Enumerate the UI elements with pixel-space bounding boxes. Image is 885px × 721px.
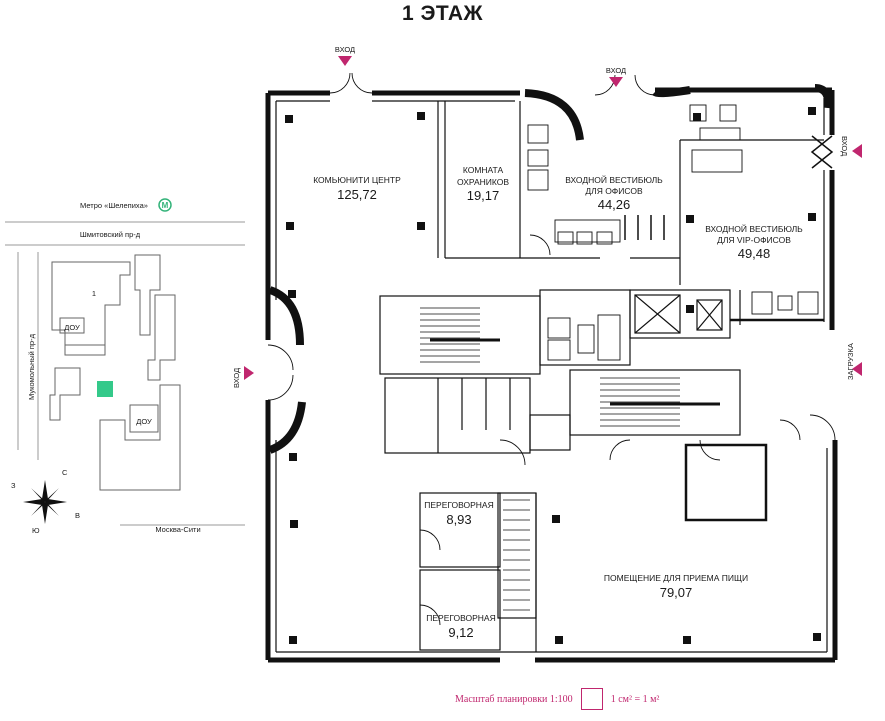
entrance-arrow-top-center	[609, 77, 623, 87]
building-number: 1	[92, 289, 96, 298]
site-highlight	[97, 381, 113, 397]
metro-badge: М	[162, 201, 169, 210]
scale-unit: 1 см² = 1 м²	[610, 693, 660, 705]
room-name-lobby-2: ДЛЯ ОФИСОВ	[585, 186, 643, 196]
room-name-lobby-1: ВХОДНОЙ ВЕСТИБЮЛЬ	[565, 174, 663, 185]
entrance-markers: ВХОД ВХОД ВХОД ВХОД ЗАГРУЗКА	[232, 45, 862, 388]
room-area-community: 125,72	[337, 187, 377, 202]
room-name-community: КОМЬЮНИТИ ЦЕНТР	[313, 175, 401, 185]
kindergarten-1-label: ДОУ	[64, 323, 80, 332]
furniture	[527, 104, 819, 361]
metro-label: Метро «Шелепиха»	[80, 201, 148, 210]
room-name-meeting-1: ПЕРЕГОВОРНАЯ	[424, 500, 493, 510]
location-map: Метро «Шелепиха» М Шмитовский пр-д Муком…	[5, 198, 245, 535]
room-area-vip: 49,48	[738, 246, 771, 261]
room-name-guard-2: ОХРАНИКОВ	[457, 177, 509, 187]
scale-legend: Масштаб планировки 1:100 1 см² = 1 м²	[455, 686, 659, 712]
street-side-label: Мукомольный пр-д	[27, 333, 36, 400]
entrance-label-left: ВХОД	[232, 368, 241, 388]
room-area-meeting-1: 8,93	[446, 512, 471, 527]
room-area-meeting-2: 9,12	[448, 625, 473, 640]
entrance-arrow-top-left	[338, 56, 352, 66]
room-name-guard-1: КОМНАТА	[463, 165, 504, 175]
entrance-arrow-left	[244, 366, 254, 380]
entrance-arrow-right	[852, 144, 862, 158]
curved-walls	[268, 84, 833, 454]
room-name-meeting-2: ПЕРЕГОВОРНАЯ	[426, 613, 495, 623]
floor-plan	[265, 72, 838, 663]
entrance-label-top-center: ВХОД	[606, 66, 626, 75]
room-area-lobby: 44,26	[598, 197, 631, 212]
scale-square	[580, 688, 603, 710]
metro-icon	[158, 198, 172, 212]
entrance-label-top-left: ВХОД	[335, 45, 355, 54]
compass-w: З	[11, 481, 16, 490]
entrance-label-right: ВХОД	[840, 136, 849, 156]
side-door	[810, 135, 834, 169]
page-title: 1 ЭТАЖ	[401, 2, 484, 25]
compass-icon: С Ю З В	[11, 468, 80, 535]
loading-arrow	[852, 362, 862, 376]
compass-n: С	[62, 468, 68, 477]
room-name-vip-1: ВХОДНОЙ ВЕСТИБЮЛЬ	[705, 223, 803, 234]
kindergarten-2-label: ДОУ	[136, 417, 152, 426]
compass-e: В	[75, 511, 80, 520]
direction-label: Москва-Сити	[155, 525, 200, 534]
room-labels: КОМЬЮНИТИ ЦЕНТР 125,72 КОМНАТА ОХРАНИКОВ…	[313, 165, 803, 640]
inner-walls	[275, 98, 828, 653]
street-top-label: Шмитовский пр-д	[80, 230, 141, 239]
door-swings	[267, 72, 836, 626]
room-area-dining: 79,07	[660, 585, 693, 600]
outer-walls	[265, 87, 838, 663]
compass-s: Ю	[32, 526, 40, 535]
room-area-guard: 19,17	[467, 188, 500, 203]
loading-label: ЗАГРУЗКА	[846, 343, 855, 380]
room-name-vip-2: ДЛЯ VIP-ОФИСОВ	[717, 235, 791, 245]
columns	[285, 107, 821, 644]
room-name-dining: ПОМЕЩЕНИЕ ДЛЯ ПРИЕМА ПИЩИ	[604, 573, 748, 583]
scale-label: Масштаб планировки 1:100	[455, 693, 573, 705]
